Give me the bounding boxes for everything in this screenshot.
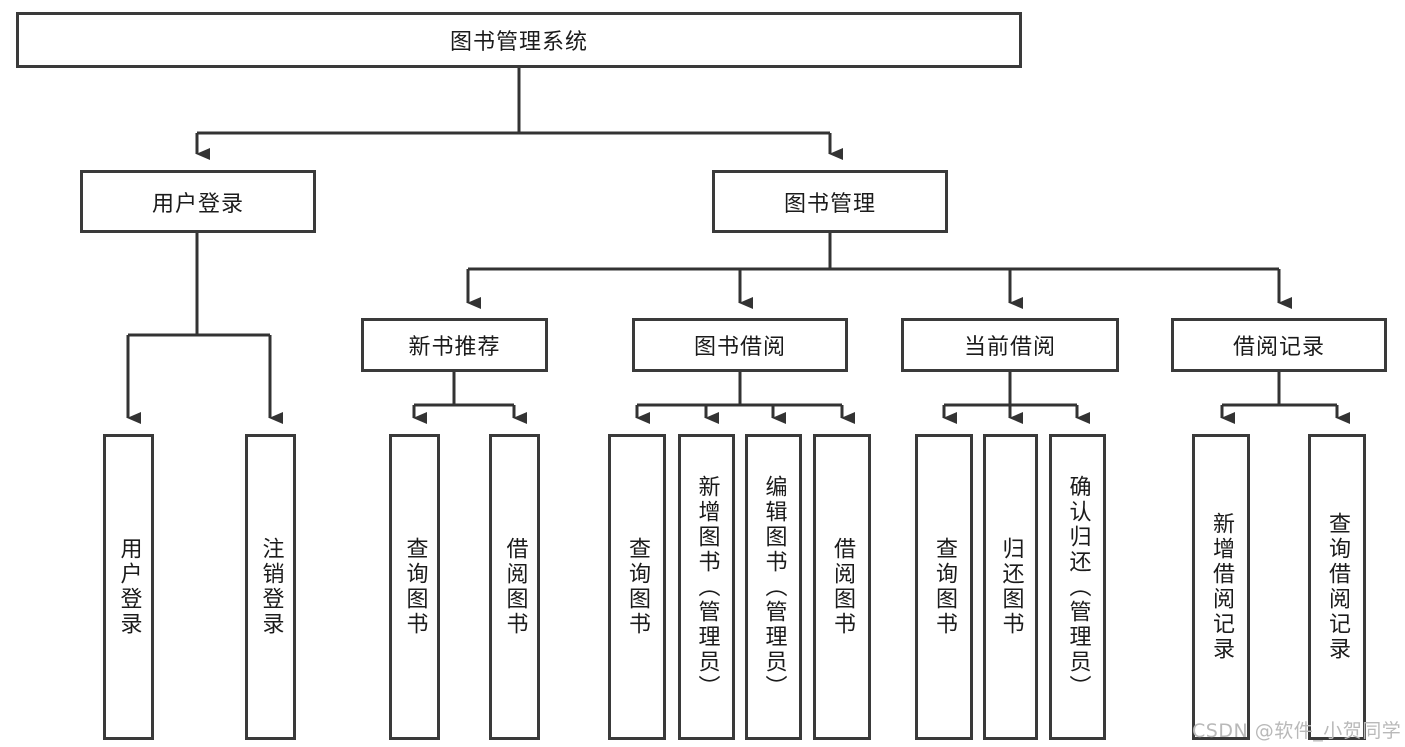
node-leaf-add-record[interactable]: 新增借阅记录 — [1192, 434, 1250, 740]
node-leaf-borrow-book-1[interactable]: 借阅图书 — [489, 434, 540, 740]
node-borrow-record-label: 借阅记录 — [1232, 335, 1325, 360]
node-leaf-query-book-1[interactable]: 查询图书 — [389, 434, 440, 740]
node-leaf-edit-book-label: 编辑图书（管理员） — [761, 474, 787, 700]
node-new-book-recommend[interactable]: 新书推荐 — [361, 318, 548, 372]
node-book-borrow-label: 图书借阅 — [693, 335, 786, 360]
node-book-borrow[interactable]: 图书借阅 — [632, 318, 848, 372]
node-leaf-query-book-3[interactable]: 查询图书 — [915, 434, 973, 740]
node-leaf-query-book-2[interactable]: 查询图书 — [608, 434, 666, 740]
node-leaf-query-record[interactable]: 查询借阅记录 — [1308, 434, 1366, 740]
node-leaf-user-login-label: 用户登录 — [116, 537, 142, 637]
node-user-login-label: 用户登录 — [151, 191, 244, 217]
node-leaf-user-login[interactable]: 用户登录 — [103, 434, 154, 740]
node-user-login[interactable]: 用户登录 — [80, 170, 316, 233]
node-leaf-query-book-2-label: 查询图书 — [624, 537, 650, 637]
node-leaf-query-book-1-label: 查询图书 — [402, 537, 428, 637]
node-book-manage[interactable]: 图书管理 — [712, 170, 948, 233]
node-leaf-add-book-label: 新增图书（管理员） — [694, 474, 720, 700]
node-leaf-return-book-label: 归还图书 — [998, 537, 1024, 637]
node-leaf-borrow-book-2-label: 借阅图书 — [829, 537, 855, 637]
node-leaf-query-record-label: 查询借阅记录 — [1324, 512, 1350, 662]
node-leaf-user-logout[interactable]: 注销登录 — [245, 434, 296, 740]
node-leaf-confirm-return-label: 确认归还（管理员） — [1065, 474, 1091, 700]
node-leaf-query-book-3-label: 查询图书 — [931, 537, 957, 637]
node-new-book-recommend-label: 新书推荐 — [408, 335, 501, 360]
node-book-manage-label: 图书管理 — [783, 191, 876, 217]
node-borrow-record[interactable]: 借阅记录 — [1171, 318, 1387, 372]
node-leaf-borrow-book-2[interactable]: 借阅图书 — [813, 434, 871, 740]
csdn-watermark: CSDN @软件_小贺同学 — [1192, 720, 1402, 742]
node-leaf-confirm-return[interactable]: 确认归还（管理员） — [1049, 434, 1106, 740]
node-leaf-add-book[interactable]: 新增图书（管理员） — [678, 434, 735, 740]
node-leaf-user-logout-label: 注销登录 — [258, 537, 284, 637]
node-current-borrow-label: 当前借阅 — [963, 335, 1056, 360]
node-leaf-return-book[interactable]: 归还图书 — [983, 434, 1038, 740]
node-leaf-borrow-book-1-label: 借阅图书 — [502, 537, 528, 637]
node-current-borrow[interactable]: 当前借阅 — [901, 318, 1119, 372]
node-root-label: 图书管理系统 — [449, 30, 588, 55]
node-leaf-edit-book[interactable]: 编辑图书（管理员） — [745, 434, 802, 740]
node-leaf-add-record-label: 新增借阅记录 — [1208, 512, 1234, 662]
node-root[interactable]: 图书管理系统 — [16, 12, 1022, 68]
